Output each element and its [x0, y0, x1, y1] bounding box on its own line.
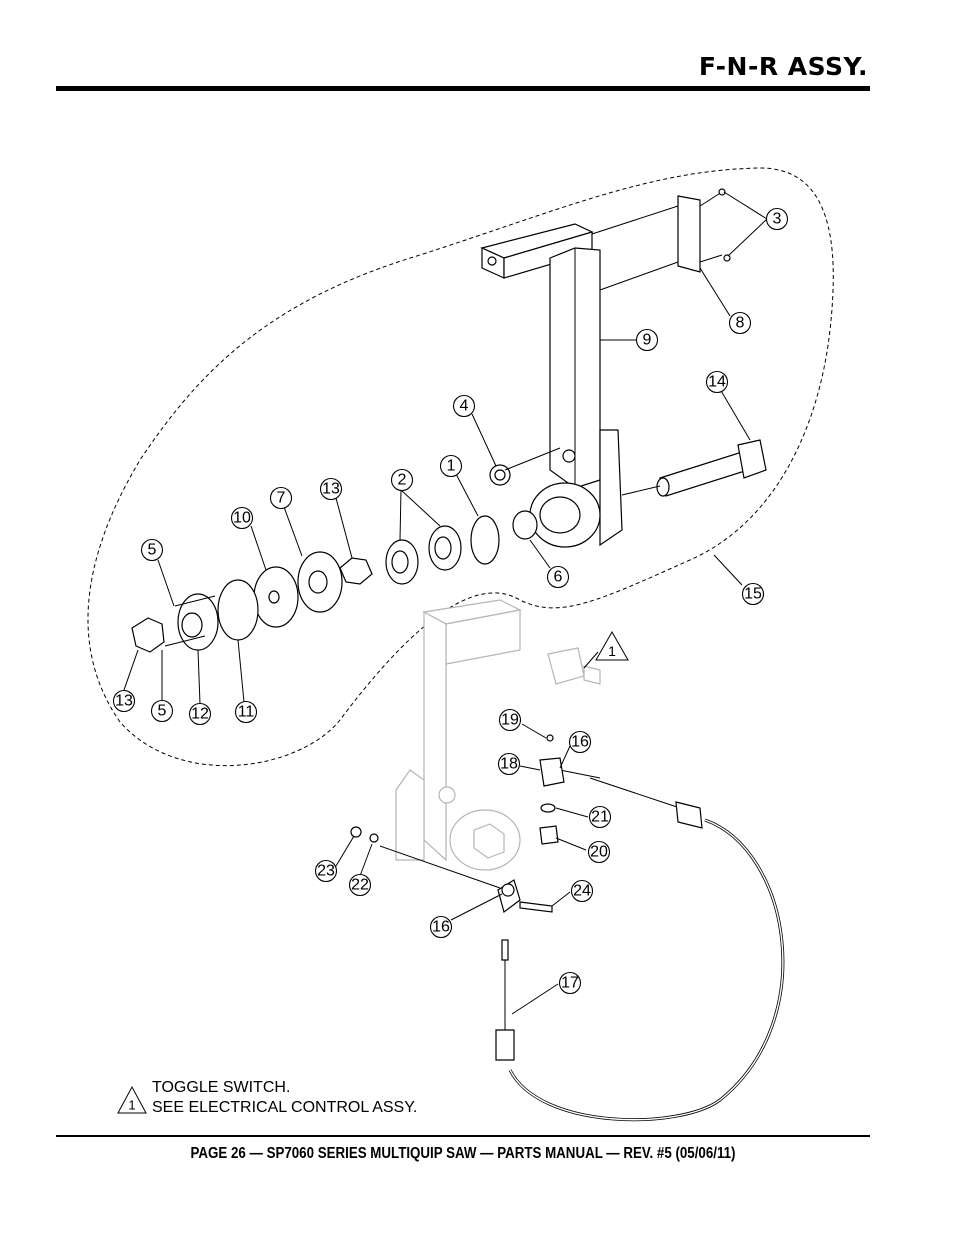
svg-text:5: 5: [148, 542, 157, 559]
note-line-1: TOGGLE SWITCH.: [152, 1079, 291, 1096]
callout-1: 1: [439, 454, 463, 478]
callout-9: 9: [635, 328, 659, 352]
svg-text:20: 20: [590, 844, 608, 861]
callout-11: 11: [234, 700, 258, 724]
svg-text:16: 16: [571, 734, 589, 751]
svg-text:7: 7: [277, 490, 286, 507]
callout-19: 19: [498, 708, 522, 732]
assembly-boundary: [87, 167, 834, 767]
svg-text:8: 8: [736, 315, 745, 332]
callout-5-lower: 5: [150, 699, 174, 723]
callout-23: 23: [314, 859, 338, 883]
note-warning-icon: 1: [117, 1085, 147, 1114]
svg-text:3: 3: [773, 211, 782, 228]
callout-13-lower: 13: [112, 689, 136, 713]
callout-17: 17: [558, 971, 582, 995]
callout-4: 4: [452, 394, 476, 418]
callout-8: 8: [728, 311, 752, 335]
callout-14: 14: [705, 370, 729, 394]
svg-text:6: 6: [554, 569, 563, 586]
callout-20: 20: [587, 840, 611, 864]
callout-6: 6: [546, 565, 570, 589]
warning-marker-1: 1: [583, 630, 629, 669]
leader-lines: [123, 191, 768, 1015]
callout-15: 15: [741, 582, 765, 606]
svg-text:5: 5: [158, 703, 167, 720]
svg-text:17: 17: [561, 975, 579, 992]
svg-text:22: 22: [351, 877, 369, 894]
pin-part-14: [621, 439, 767, 497]
callout-24: 24: [570, 879, 594, 903]
page-footer: PAGE 26 — SP7060 SERIES MULTIQUIP SAW — …: [190, 1145, 736, 1162]
callout-7: 7: [269, 486, 293, 510]
callout-21: 21: [588, 805, 612, 829]
callout-2: 2: [390, 468, 414, 492]
callout-16-upper: 16: [568, 730, 592, 754]
callout-5-upper: 5: [140, 538, 164, 562]
svg-text:10: 10: [233, 510, 251, 527]
svg-text:21: 21: [591, 809, 609, 826]
svg-text:9: 9: [643, 332, 652, 349]
shaft-stack: [131, 464, 538, 653]
svg-text:19: 19: [501, 712, 519, 729]
callout-22: 22: [348, 873, 372, 897]
callout-3: 3: [765, 207, 789, 231]
callout-16-lower: 16: [429, 915, 453, 939]
svg-text:14: 14: [708, 374, 726, 391]
warning-marker-text: 1: [608, 643, 616, 659]
svg-text:4: 4: [460, 398, 469, 415]
control-cable-part-17: [350, 734, 785, 1122]
svg-text:18: 18: [500, 756, 518, 773]
page-title: F-N-R ASSY.: [698, 52, 868, 81]
svg-text:1: 1: [447, 458, 456, 475]
note-line-2: SEE ELECTRICAL CONTROL ASSY.: [152, 1099, 418, 1116]
footer-rule: [56, 1135, 870, 1137]
svg-text:24: 24: [573, 883, 591, 900]
lever-arm-part-9: [480, 223, 623, 548]
svg-text:2: 2: [398, 472, 407, 489]
mounting-plate-part-8: [591, 188, 731, 291]
svg-text:16: 16: [432, 919, 450, 936]
svg-text:1: 1: [128, 1098, 135, 1113]
callout-18: 18: [497, 752, 521, 776]
callout-12: 12: [188, 702, 212, 726]
callout-13-upper: 13: [319, 477, 343, 501]
svg-text:23: 23: [317, 863, 335, 880]
header-rule: [56, 86, 870, 91]
svg-text:13: 13: [115, 693, 133, 710]
svg-text:11: 11: [238, 704, 255, 721]
svg-text:13: 13: [322, 481, 340, 498]
reference-lever-grey: [395, 599, 601, 871]
svg-text:12: 12: [191, 706, 209, 723]
callout-10: 10: [230, 506, 254, 530]
svg-text:15: 15: [744, 586, 762, 603]
toggle-switch-note: 1 TOGGLE SWITCH. SEE ELECTRICAL CONTROL …: [116, 1079, 456, 1119]
callout-balloons: 3 8 9 14 4 1 2 13 7 10 5 6 15 13 5 12 11…: [112, 207, 789, 995]
